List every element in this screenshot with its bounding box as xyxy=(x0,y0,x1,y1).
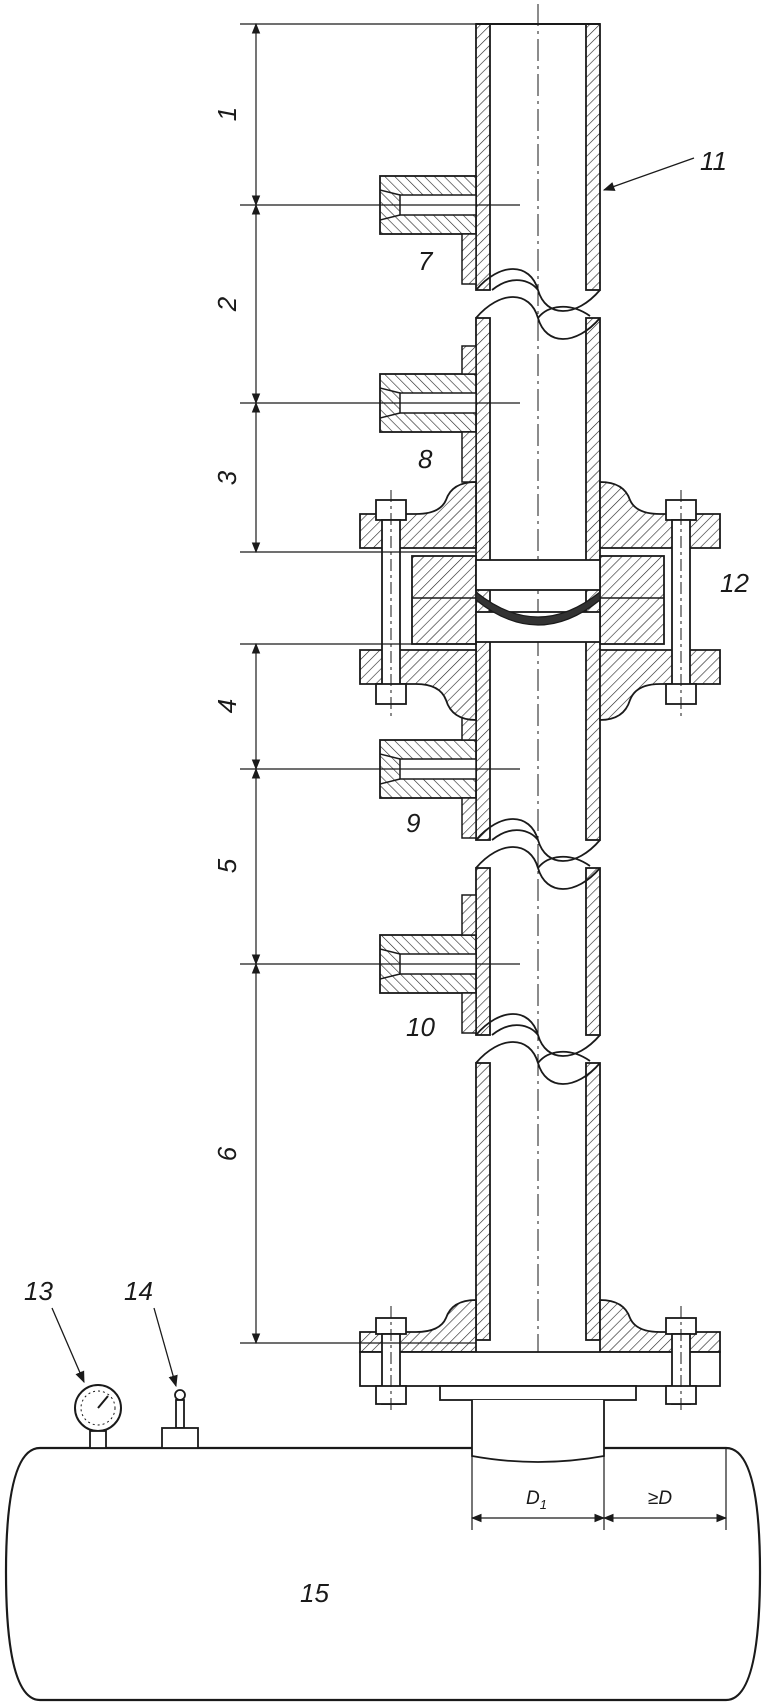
bursting-disc xyxy=(475,590,601,626)
dim-label-1: 1 xyxy=(212,107,242,121)
nozzle-8 xyxy=(379,345,520,483)
dim-label-d1: D1 xyxy=(526,1488,547,1512)
pressure-gauge-13 xyxy=(74,1384,122,1449)
part-label-14: 14 xyxy=(124,1276,153,1306)
part-label-10: 10 xyxy=(406,1012,435,1042)
dim-label-gap: ≥D xyxy=(648,1488,672,1509)
pressure-vessel xyxy=(4,1446,762,1702)
thermometer-14 xyxy=(161,1389,199,1449)
dimension-chain xyxy=(240,22,520,1345)
dim-label-6: 6 xyxy=(212,1146,242,1161)
part-label-8: 8 xyxy=(418,444,433,474)
nozzle-9 xyxy=(379,711,520,839)
part-label-15: 15 xyxy=(300,1578,329,1608)
part-label-13: 13 xyxy=(24,1276,53,1306)
vessel-flange xyxy=(359,1299,721,1463)
part-label-9: 9 xyxy=(406,808,420,838)
flange-assembly-12 xyxy=(359,481,721,721)
part-label-12: 12 xyxy=(720,568,749,598)
dim-label-4: 4 xyxy=(212,699,242,713)
leader-lines xyxy=(51,157,695,1388)
dim-label-2: 2 xyxy=(212,296,242,312)
dim-label-3: 3 xyxy=(212,470,242,485)
part-label-11: 11 xyxy=(700,146,727,176)
bottom-dimensions xyxy=(470,1448,728,1530)
nozzle-7 xyxy=(379,175,520,285)
dim-label-5: 5 xyxy=(212,858,242,873)
part-label-7: 7 xyxy=(418,246,434,276)
